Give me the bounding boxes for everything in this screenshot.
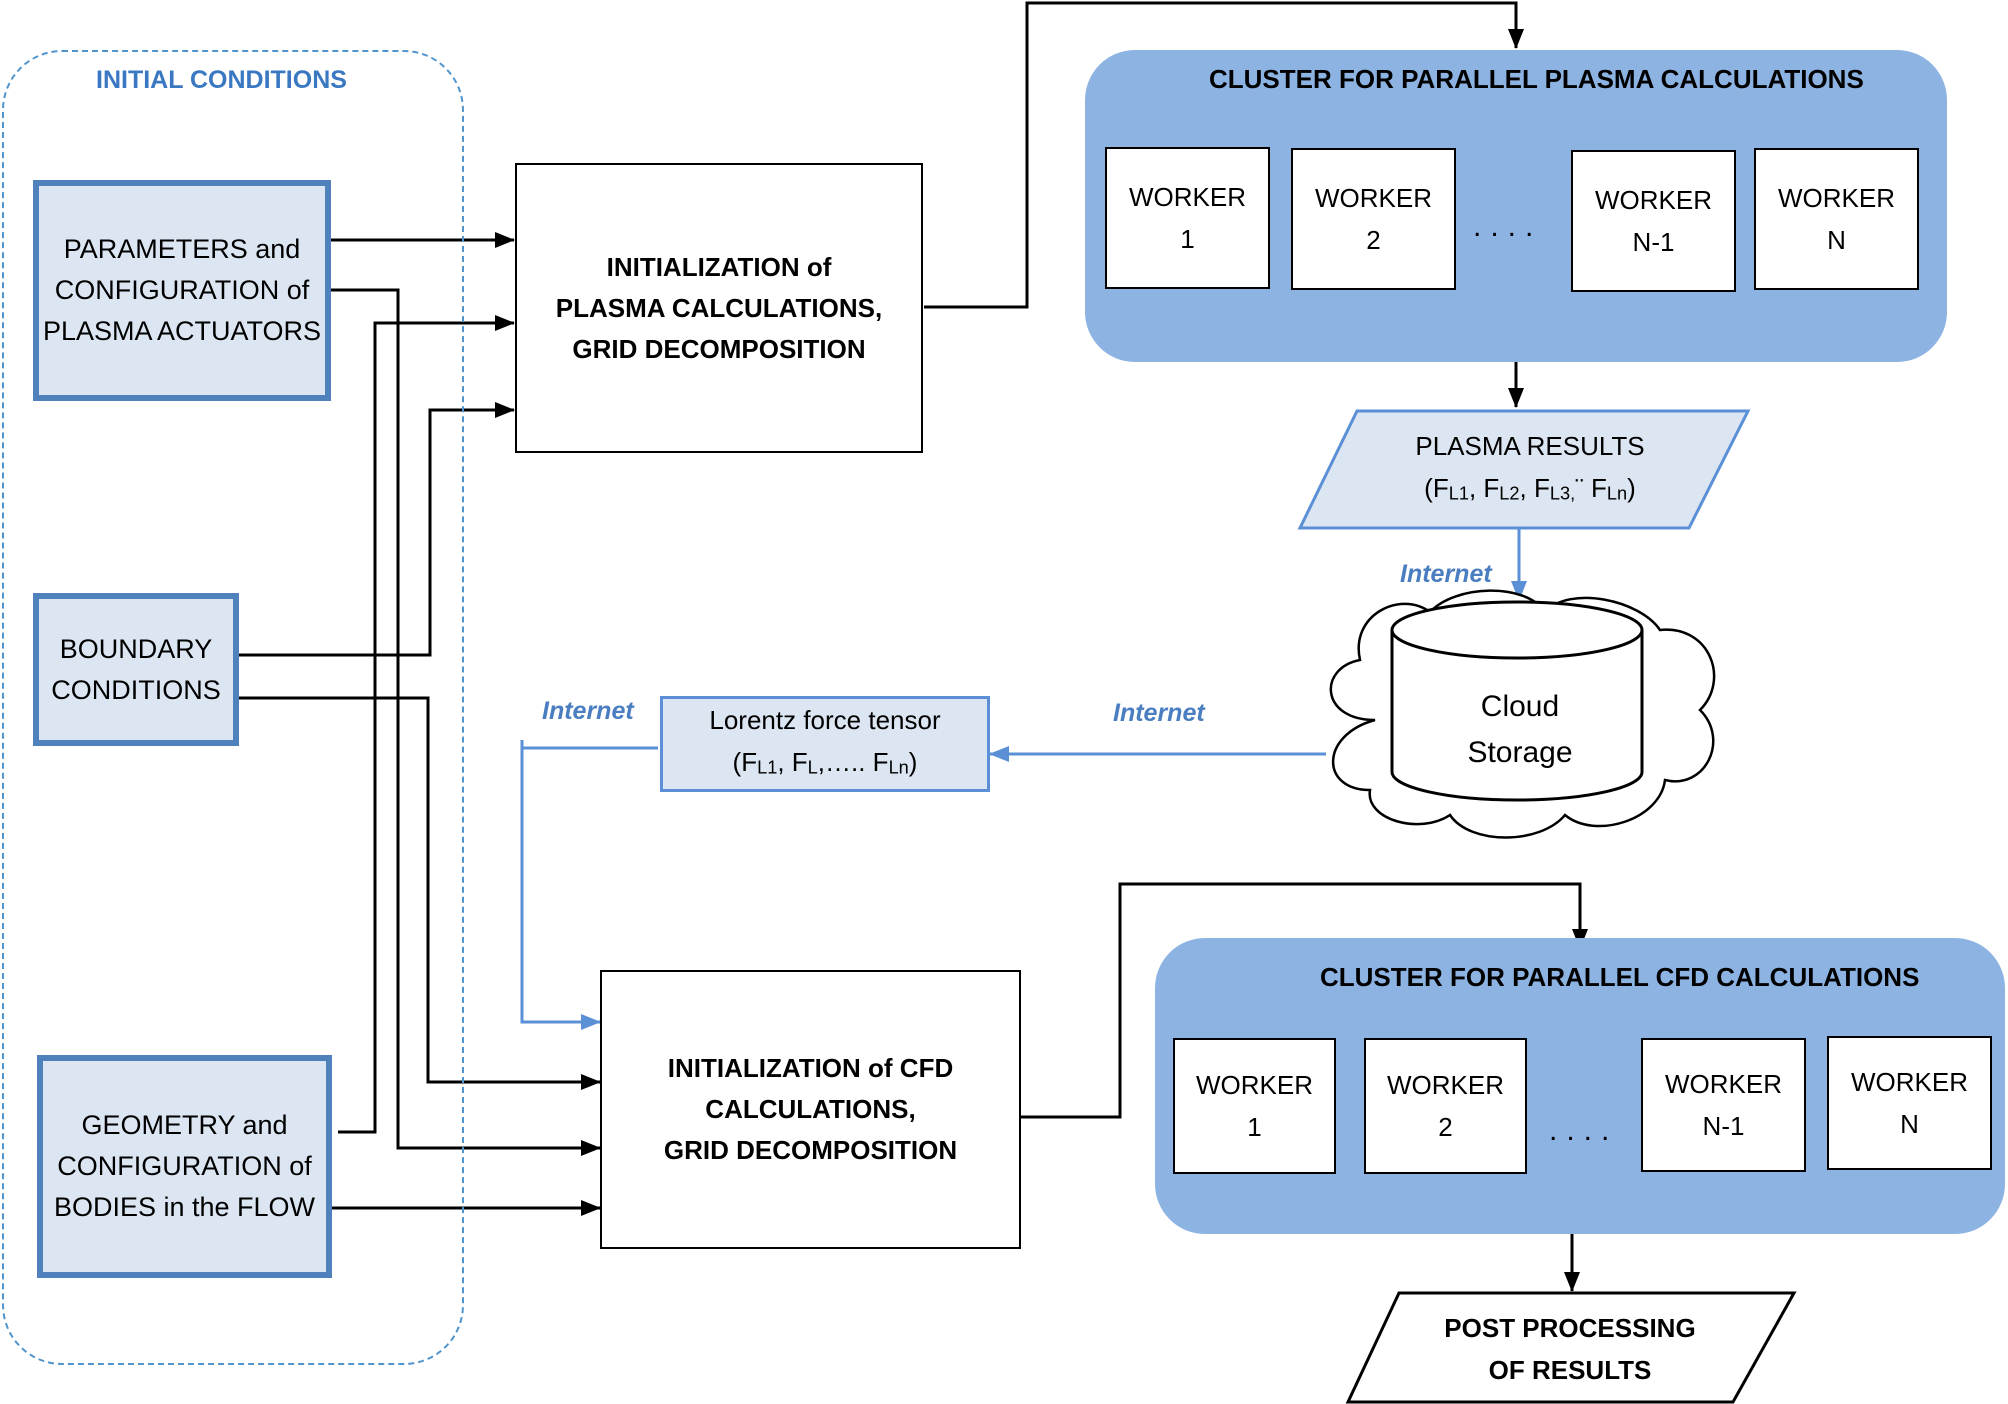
cylinder-icon <box>1390 600 1644 802</box>
cfd-worker-n: WORKER N <box>1827 1036 1992 1170</box>
cloud-storage-label: Cloud Storage <box>1420 680 1620 780</box>
parameters-box: PARAMETERS and CONFIGURATION of PLASMA A… <box>33 180 331 401</box>
flow-plasma-init-to-cluster <box>924 1 1524 309</box>
lorentz-forces: (FL1, FL,….. FLn) <box>732 747 918 778</box>
plasma-worker-ellipsis: .... <box>1473 210 1543 243</box>
flow-parameters-to-cfd-init <box>328 288 601 1156</box>
cfd-cluster-title: CLUSTER FOR PARALLEL CFD CALCULATIONS <box>1320 962 1920 992</box>
flow-boundary-to-cfd-init <box>238 696 601 1090</box>
plasma-results-text: PLASMA RESULTS (FL1, FL2, FL3,¨ FLn) <box>1340 428 1720 512</box>
cloud-storage-line-2: Storage <box>1467 736 1573 769</box>
internet-label-lorentz: Internet <box>542 697 634 725</box>
plasma-cluster-title: CLUSTER FOR PARALLEL PLASMA CALCULATIONS <box>1209 64 1864 94</box>
worker-index: N-1 <box>1632 227 1675 257</box>
post-processing-shape <box>1345 1291 1797 1404</box>
cfd-worker-n-minus-1: WORKER N-1 <box>1641 1038 1806 1172</box>
parameters-line-2: CONFIGURATION of <box>54 275 310 305</box>
worker-index: N <box>1900 1109 1919 1139</box>
plasma-results-shape <box>1297 409 1751 530</box>
cfd-worker-ellipsis: .... <box>1549 1114 1619 1147</box>
post-processing-line-2: OF RESULTS <box>1488 1355 1652 1385</box>
parameters-line-3: PLASMA ACTUATORS <box>42 316 322 346</box>
lorentz-force-box: Lorentz force tensor (FL1, FL,….. FLn) <box>660 696 990 792</box>
plasma-init-line-3: GRID DECOMPOSITION <box>572 333 866 364</box>
cfd-worker-1: WORKER 1 <box>1173 1038 1336 1174</box>
plasma-init-box: INITIALIZATION of PLASMA CALCULATIONS, G… <box>515 163 923 453</box>
flow-geometry-to-plasma-init <box>338 315 515 1134</box>
plasma-worker-2: WORKER 2 <box>1291 148 1456 290</box>
flow-lorentz-to-cfd-init <box>520 740 658 1030</box>
worker-label: WORKER <box>1665 1069 1782 1099</box>
initial-conditions-group <box>2 50 464 1365</box>
geometry-box: GEOMETRY and CONFIGURATION of BODIES in … <box>37 1055 332 1278</box>
worker-label: WORKER <box>1595 185 1712 215</box>
post-processing-line-1: POST PROCESSING <box>1444 1313 1696 1343</box>
geometry-line-1: GEOMETRY and <box>81 1110 288 1140</box>
initial-conditions-title: INITIAL CONDITIONS <box>96 66 347 94</box>
internet-label-results: Internet <box>1400 560 1492 588</box>
cloud-storage-line-1: Cloud <box>1480 690 1560 723</box>
plasma-init-line-1: INITIALIZATION of <box>606 251 832 282</box>
geometry-line-3: BODIES in the FLOW <box>53 1192 316 1222</box>
worker-index: 1 <box>1180 224 1195 254</box>
plasma-results-title: PLASMA RESULTS <box>1415 431 1645 462</box>
cfd-worker-2: WORKER 2 <box>1364 1038 1527 1174</box>
worker-label: WORKER <box>1196 1070 1313 1100</box>
flow-boundary-to-plasma-init <box>238 402 515 657</box>
plasma-results-forces: (FL1, FL2, FL3,¨ FLn) <box>1424 473 1636 504</box>
worker-index: 1 <box>1247 1112 1262 1142</box>
worker-label: WORKER <box>1129 182 1246 212</box>
worker-label: WORKER <box>1315 183 1432 213</box>
post-processing-text: POST PROCESSING OF RESULTS <box>1380 1306 1760 1392</box>
worker-index: 2 <box>1438 1112 1453 1142</box>
boundary-line-1: BOUNDARY <box>59 633 213 664</box>
cfd-init-box: INITIALIZATION of CFD CALCULATIONS, GRID… <box>600 970 1021 1249</box>
plasma-worker-1: WORKER 1 <box>1105 147 1270 289</box>
lorentz-title: Lorentz force tensor <box>709 705 941 736</box>
boundary-conditions-box: BOUNDARY CONDITIONS <box>33 593 239 746</box>
parameters-line-1: PARAMETERS and <box>63 234 301 264</box>
plasma-init-line-2: PLASMA CALCULATIONS, <box>555 292 883 323</box>
cfd-init-line-3: GRID DECOMPOSITION <box>663 1135 958 1165</box>
flow-cfd-init-to-cluster <box>1021 882 1588 1119</box>
worker-label: WORKER <box>1387 1070 1504 1100</box>
geometry-line-2: CONFIGURATION of <box>57 1151 312 1181</box>
cfd-init-line-1: INITIALIZATION of CFD <box>667 1053 954 1083</box>
cfd-init-line-2: CALCULATIONS, <box>705 1094 916 1124</box>
internet-label-cloud: Internet <box>1113 699 1205 727</box>
worker-label: WORKER <box>1851 1067 1968 1097</box>
worker-index: N-1 <box>1702 1111 1745 1141</box>
worker-label: WORKER <box>1778 183 1895 213</box>
boundary-line-2: CONDITIONS <box>51 674 221 705</box>
plasma-worker-n: WORKER N <box>1754 148 1919 290</box>
worker-index: N <box>1827 225 1846 255</box>
plasma-worker-n-minus-1: WORKER N-1 <box>1571 150 1736 292</box>
worker-index: 2 <box>1366 225 1381 255</box>
